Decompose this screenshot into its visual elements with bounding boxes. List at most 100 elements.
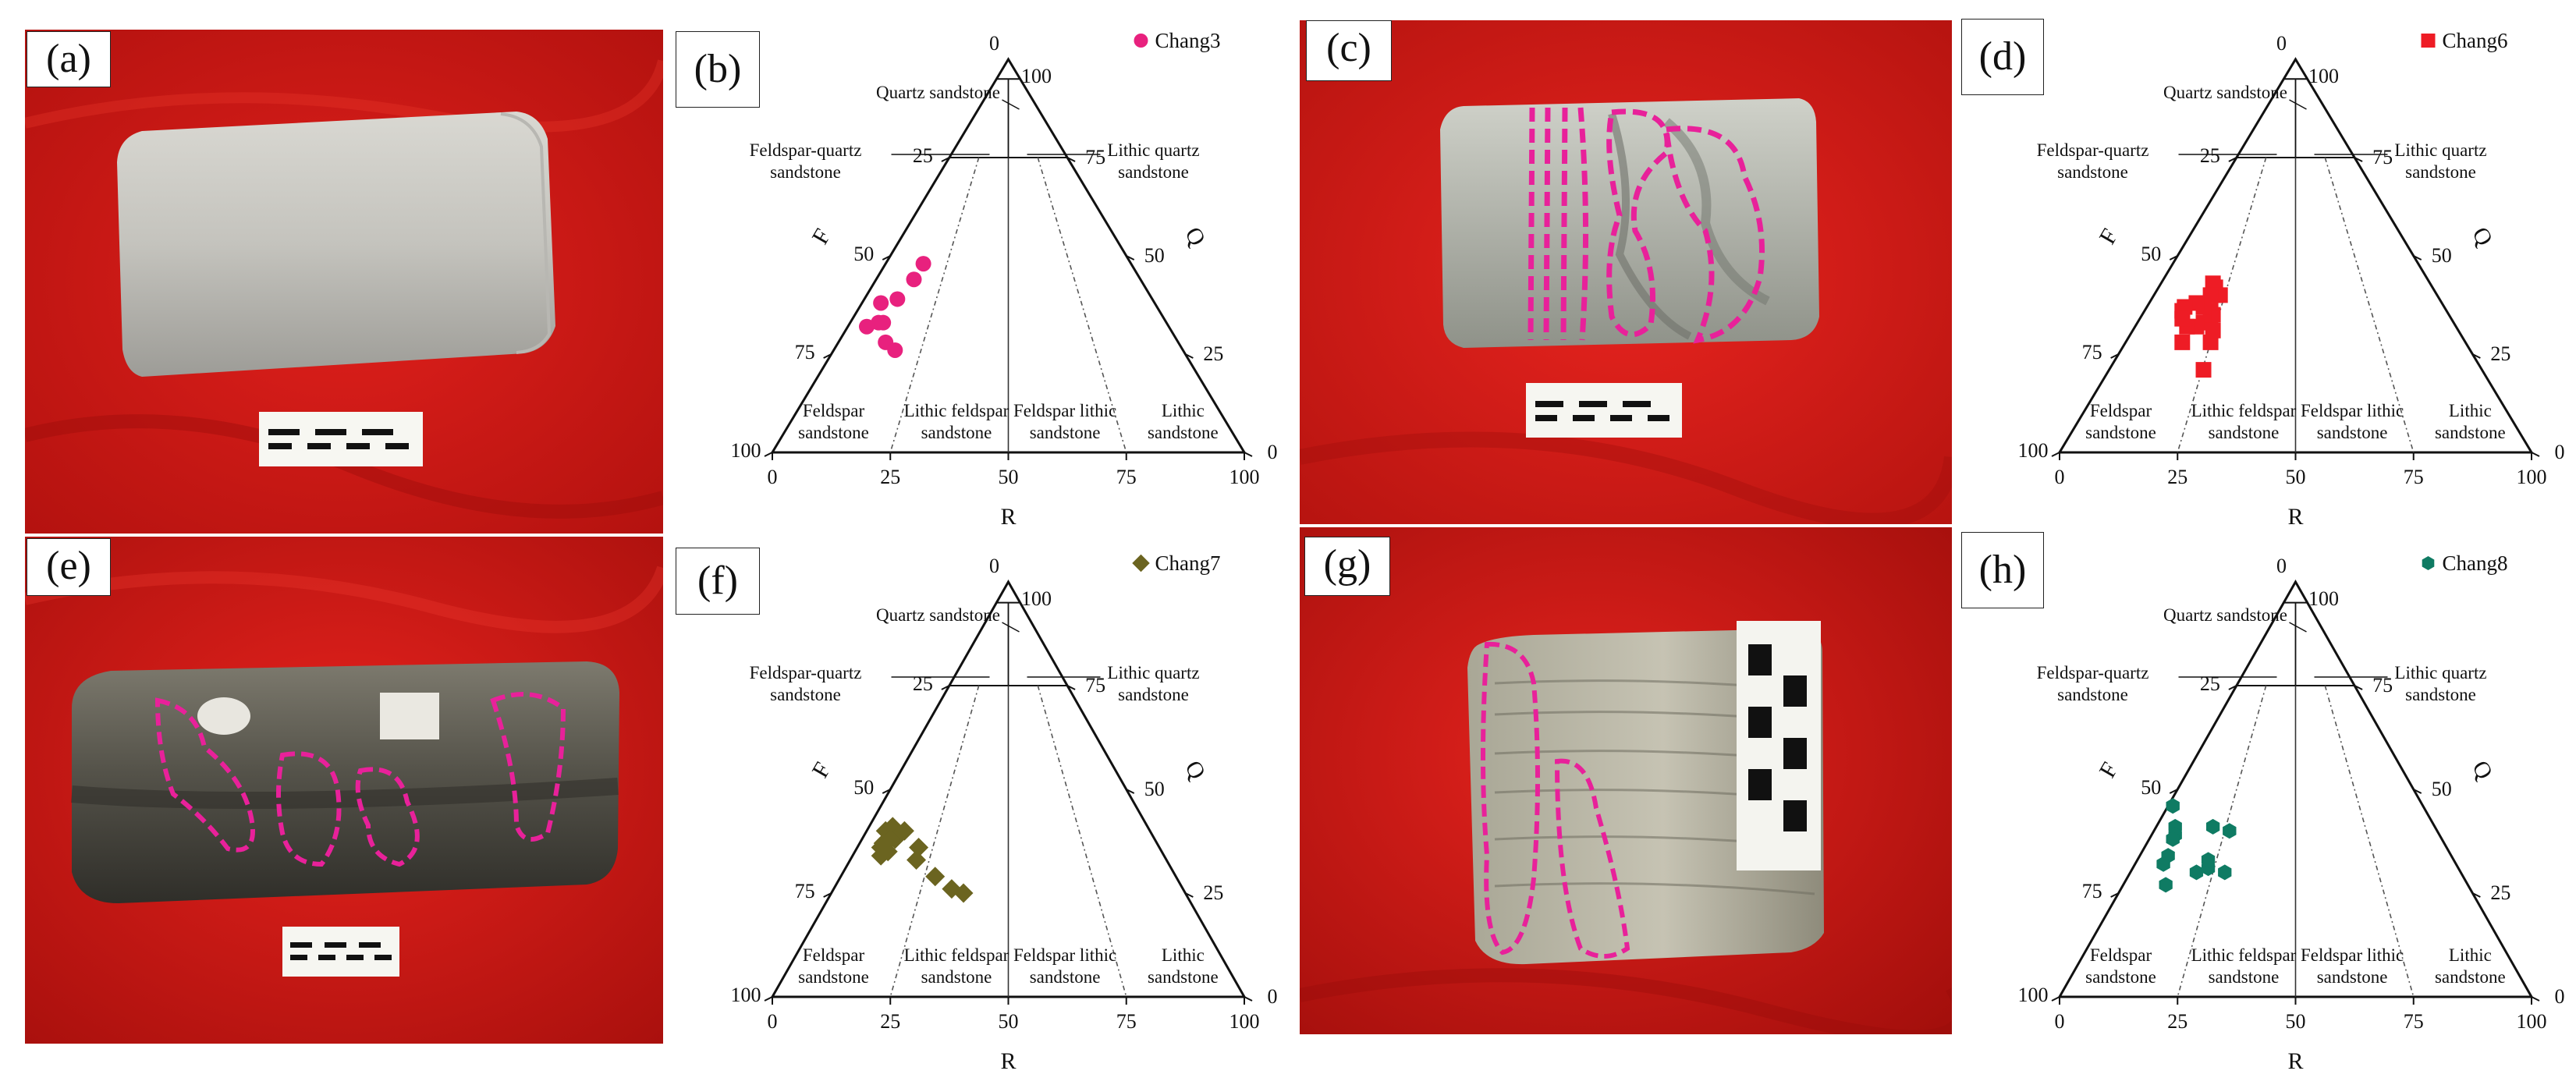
right-tick-label: 75 [1085, 674, 1105, 697]
data-point [2189, 864, 2204, 881]
bottom-tick-label: 50 [999, 1010, 1019, 1033]
right-tick [2471, 892, 2481, 898]
bottom-tick-label: 25 [2167, 466, 2187, 488]
boundary-dashed-right [2324, 685, 2415, 998]
left-tick [764, 996, 773, 1002]
left-tick-label: 50 [2141, 776, 2161, 799]
axis-r-label: R [2287, 504, 2303, 530]
apex-q-label: 100 [2308, 65, 2339, 87]
boundary-dashed-left [889, 685, 980, 998]
bottom-tick-label: 0 [2055, 1010, 2065, 1033]
left-tick [823, 353, 832, 359]
data-point [2205, 275, 2221, 292]
panel-label-g: (g) [1304, 537, 1390, 596]
bottom-tick-label: 25 [2167, 1010, 2187, 1033]
right-tick [1066, 157, 1076, 162]
data-point [2195, 362, 2212, 378]
feldspar-quartz-label-1: Feldspar-quartz [750, 663, 862, 682]
legend-label: Chang3 [1155, 29, 1221, 52]
right-tick [1066, 685, 1076, 690]
right-tick [2413, 789, 2422, 794]
axis-q-label: Q [1180, 223, 1211, 251]
panel-label-c: (c) [1306, 20, 1392, 81]
data-point [909, 837, 929, 857]
core-photo-c [1300, 20, 1952, 524]
right-tick-label: 0 [2555, 441, 2565, 463]
left-tick-label: 25 [913, 672, 933, 695]
core-photo-c-image [1300, 20, 1952, 524]
boundary-dashed-left [2177, 157, 2267, 453]
bottom-tick-label: 0 [2055, 466, 2065, 488]
left-tick [2228, 685, 2237, 690]
left-tick-label: 100 [731, 984, 761, 1006]
axis-r-label: R [1000, 1048, 1016, 1074]
lithic-feldspar-label-2: sandstone [921, 423, 992, 442]
lithic-quartz-label-1: Lithic quartz [2394, 140, 2486, 160]
data-point [2202, 334, 2219, 350]
boundary-dashed-right [1037, 157, 1127, 453]
annotation-outlines-e [154, 692, 566, 867]
feldspar-lithic-label-1: Feldspar lithic [2301, 945, 2404, 965]
data-point [2166, 798, 2180, 814]
panel-label-b: (b) [676, 31, 760, 108]
left-tick [882, 789, 891, 794]
core-photo-g-image [1300, 527, 1952, 1034]
right-tick [1126, 789, 1135, 794]
data-point [2205, 322, 2221, 339]
feldspar-lithic-label-1: Feldspar lithic [1013, 401, 1116, 420]
lithic-sandstone-label-2: sandstone [2435, 423, 2506, 442]
bottom-tick-label: 75 [1116, 1010, 1137, 1033]
bottom-tick-label: 50 [999, 466, 1019, 488]
lithic-sandstone-label-1: Lithic [1162, 401, 1205, 420]
bottom-tick-label: 75 [1116, 466, 1137, 488]
scale-card-c [1526, 383, 1682, 438]
axis-r-label: R [1000, 504, 1016, 530]
lithic-sandstone-label-2: sandstone [1148, 423, 1219, 442]
left-tick-label: 50 [853, 776, 874, 799]
apex-q-label: 100 [2308, 587, 2339, 610]
right-tick-label: 75 [2372, 146, 2393, 168]
lithic-sandstone-label-2: sandstone [2435, 967, 2506, 987]
legend-label: Chang7 [1155, 551, 1221, 575]
left-tick [823, 892, 832, 898]
lithic-quartz-label-2: sandstone [1118, 685, 1189, 704]
feldspar-sandstone-label-1: Feldspar [2090, 401, 2152, 420]
axis-f-label: F [807, 758, 836, 782]
data-point [2156, 856, 2170, 872]
left-tick [941, 157, 950, 162]
left-tick-label: 25 [2200, 144, 2220, 167]
data-point [859, 318, 875, 335]
left-tick-label: 75 [795, 341, 815, 363]
quartz-leader [2289, 622, 2307, 633]
right-tick [2531, 452, 2540, 457]
bottom-tick-label: 100 [1229, 1010, 1260, 1033]
left-tick [2169, 255, 2178, 261]
axis-q-label: Q [2467, 223, 2498, 251]
core-mark-2 [380, 693, 439, 739]
panel-label-e: (e) [27, 538, 111, 596]
right-tick [2354, 157, 2363, 162]
lithic-quartz-label-1: Lithic quartz [1107, 140, 1199, 160]
scale-card-a [259, 412, 423, 466]
bottom-tick-label: 75 [2404, 1010, 2424, 1033]
quartz-leader [1002, 622, 1020, 633]
feldspar-quartz-label-2: sandstone [770, 685, 841, 704]
data-point [2201, 852, 2216, 868]
left-tick-label: 100 [2018, 984, 2049, 1006]
right-tick [2531, 996, 2540, 1002]
feldspar-quartz-label-1: Feldspar-quartz [750, 140, 862, 160]
boundary-dashed-right [2324, 157, 2415, 453]
right-tick [2413, 255, 2422, 261]
right-tick [1244, 996, 1253, 1002]
feldspar-sandstone-label-1: Feldspar [803, 401, 865, 420]
quartz-sandstone-label: Quartz sandstone [876, 83, 1000, 102]
right-tick-label: 25 [2490, 342, 2510, 365]
core-photo-a [25, 30, 663, 534]
axis-q-label: Q [2467, 757, 2498, 785]
apex-f-label: 0 [2276, 32, 2287, 55]
core-photo-e-image [25, 537, 663, 1044]
left-tick [2051, 452, 2060, 457]
right-tick [2354, 685, 2363, 690]
lithic-feldspar-label-1: Lithic feldspar [904, 401, 1009, 420]
